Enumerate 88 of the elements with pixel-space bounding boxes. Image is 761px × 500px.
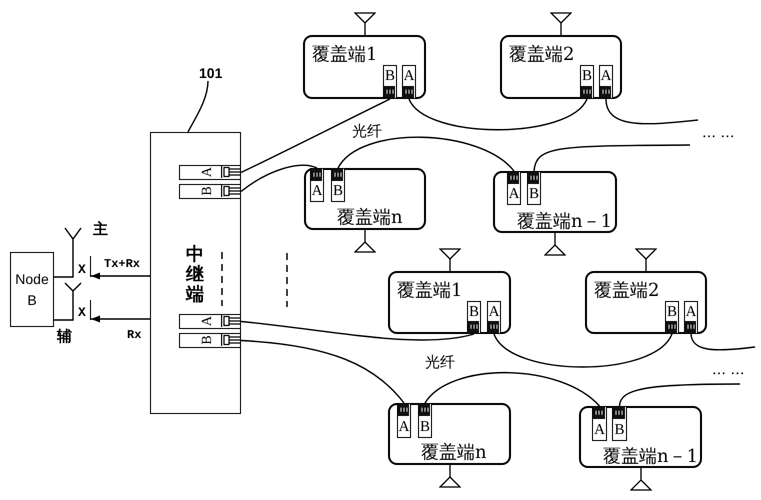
port-slot <box>310 168 324 202</box>
port-slot <box>402 65 416 99</box>
port-slot <box>507 171 521 205</box>
port-letter: A <box>200 165 214 178</box>
port-letter: A <box>685 304 697 320</box>
coverage-unit-box <box>303 35 426 99</box>
antenna-label: 主 <box>93 221 108 238</box>
port-slot <box>684 301 698 334</box>
unit-label: 覆盖端n <box>337 208 403 228</box>
unit-label: 覆盖端2 <box>594 281 660 301</box>
fiber-line <box>605 98 698 124</box>
signal-arrow <box>91 316 150 322</box>
feed-line <box>54 296 74 321</box>
port-slot <box>592 406 607 441</box>
coverage-unit-box <box>500 35 622 99</box>
port-letter: B <box>384 68 396 84</box>
port-slot <box>418 403 432 438</box>
unit-label: 覆盖端n－1 <box>603 447 698 467</box>
unit-label: 覆盖端n <box>421 443 487 463</box>
port-letter: B <box>332 183 344 199</box>
repeater-label: 中继端 <box>186 245 204 304</box>
port-slot <box>178 314 240 328</box>
antenna-icon <box>64 227 82 246</box>
coverage-unit-box <box>579 406 702 468</box>
antenna-label: 辅 <box>57 328 72 345</box>
port-letter: B <box>468 304 480 320</box>
port-letter: A <box>200 314 214 328</box>
antenna-icon <box>64 282 82 296</box>
port-letter: A <box>593 422 606 438</box>
coverage-unit-box <box>388 403 511 465</box>
coverage-unit-box <box>388 271 511 334</box>
ellipsis-text: … … <box>712 362 744 378</box>
fiber-line <box>337 136 514 172</box>
coverage-unit-box <box>304 168 426 230</box>
port-letter: B <box>419 419 431 435</box>
unit-label: 覆盖端2 <box>509 45 574 65</box>
fiber-line <box>240 340 405 404</box>
port-slot <box>599 65 613 99</box>
coverage-unit-box <box>585 271 707 334</box>
fiber-line <box>408 98 588 130</box>
port-letter: B <box>200 184 214 198</box>
unit-label: 覆盖端n－1 <box>517 212 612 232</box>
port-slot <box>467 301 481 334</box>
fiber-line <box>493 334 673 368</box>
ellipsis-text: … … <box>702 125 734 141</box>
reference-number: 101 <box>199 65 229 81</box>
station-label: Node B <box>15 270 49 310</box>
port-slot <box>178 332 240 348</box>
signal-arrow <box>91 272 150 280</box>
port-slot <box>665 301 679 334</box>
port-letter: A <box>488 304 500 320</box>
port-letter: A <box>600 68 612 84</box>
fiber-line <box>240 98 390 174</box>
port-slot <box>178 184 240 198</box>
edge-label: 光纤 <box>424 354 456 371</box>
fiber-line <box>240 164 318 192</box>
fiber-line <box>533 144 690 172</box>
fiber-line <box>240 320 474 341</box>
base-station-box <box>10 252 54 327</box>
port-slot <box>383 65 397 99</box>
port-letter: B <box>200 334 214 346</box>
coverage-unit-box <box>493 171 617 233</box>
port-slot <box>331 168 345 202</box>
edge-label: 光纤 <box>351 123 383 140</box>
port-slot <box>397 403 411 438</box>
port-letter: B <box>666 304 678 320</box>
port-slot <box>612 406 627 441</box>
port-letter: A <box>403 68 415 84</box>
port-letter: A <box>398 419 410 435</box>
x-mark: X <box>78 256 91 277</box>
leader-line <box>187 80 209 132</box>
port-slot <box>487 301 501 334</box>
port-letter: B <box>613 422 626 438</box>
repeater-box <box>150 132 241 414</box>
port-letter: A <box>508 186 520 202</box>
port-slot <box>178 164 240 180</box>
port-letter: B <box>528 186 540 202</box>
x-mark: X <box>78 300 91 320</box>
feed-line <box>54 246 74 278</box>
fiber-line <box>618 383 740 406</box>
unit-label: 覆盖端1 <box>397 281 462 301</box>
fiber-line <box>690 334 756 351</box>
fiber-line <box>424 372 600 407</box>
port-letter: A <box>311 183 323 199</box>
unit-label: 覆盖端1 <box>312 45 378 65</box>
port-letter: B <box>581 68 593 84</box>
port-slot <box>527 171 541 205</box>
port-slot <box>580 65 594 99</box>
